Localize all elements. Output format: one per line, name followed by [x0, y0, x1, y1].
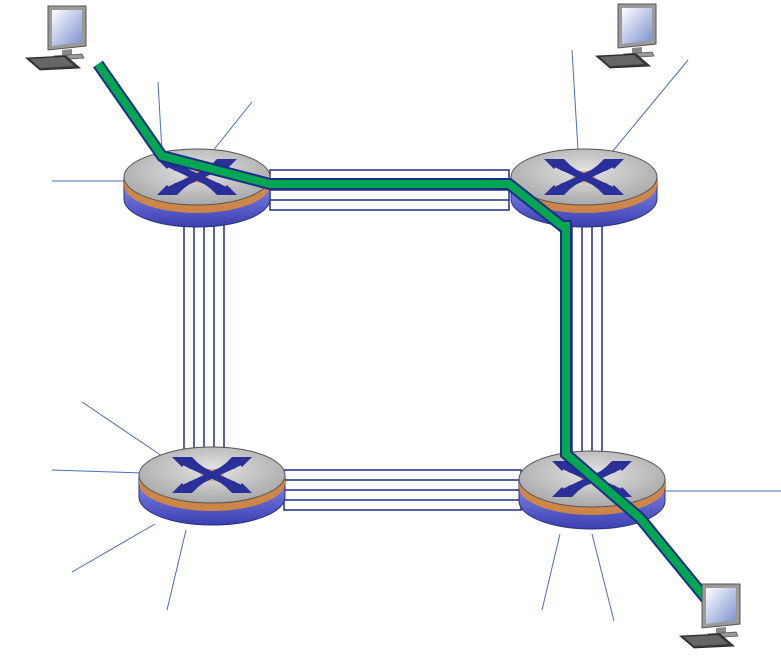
- access-lines: [51, 49, 781, 622]
- desktop-computer-icon: [679, 583, 741, 649]
- desktop-computer-icon: [25, 5, 87, 71]
- desktop-computer-icon: [595, 3, 657, 69]
- router-bottom-left: [139, 447, 285, 525]
- link-bottom: [283, 469, 522, 511]
- active-circuit-path: [93, 60, 717, 610]
- router-top-right: [511, 149, 657, 227]
- link-left: [183, 217, 225, 451]
